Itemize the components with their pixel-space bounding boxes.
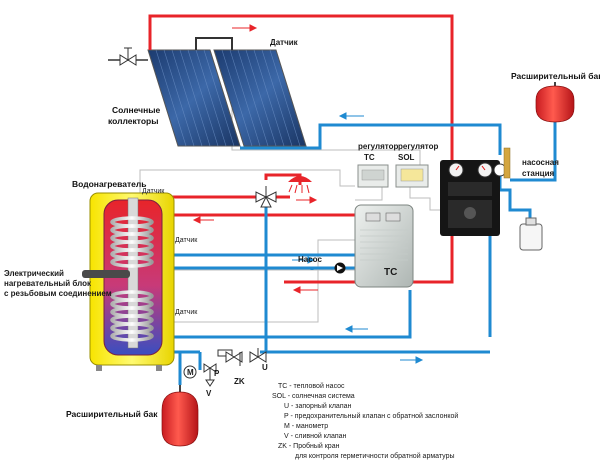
solar-collectors (147, 37, 307, 147)
label-controller-sol-1: регулятор (398, 142, 438, 151)
cold-pipes (140, 118, 557, 385)
legend-line: SOL - солнечная система (272, 393, 355, 400)
label-expansion-tank-right: Расширительный бак (511, 71, 600, 81)
expansion-tank-right (535, 82, 575, 123)
legend: TC - тепловой насос SOL - солнечная сист… (272, 382, 458, 460)
legend-line: V - сливной клапан (284, 432, 347, 440)
label-water-heater: Водонагреватель (72, 179, 146, 189)
air-vent-valve (108, 47, 148, 66)
circulation-pump (334, 262, 346, 274)
label-expansion-tank-left: Расширительный бак (66, 409, 158, 419)
label-controller-sol-2: SOL (398, 153, 415, 162)
legend-line: P - предохранительный клапан с обратной … (284, 412, 458, 420)
label-sensor-tank-low: Датчик (175, 309, 198, 316)
label-collectors-1: Солнечные (112, 105, 160, 115)
label-valve-zk: ZK (234, 377, 245, 386)
safety-group (183, 348, 267, 387)
label-sensor-tank-mid: Датчик (175, 237, 198, 244)
label-collectors-2: коллекторы (108, 116, 159, 126)
controller-sol (395, 164, 429, 188)
label-controller-tc-1: регулятор (358, 142, 398, 151)
label-valve-u: U (262, 363, 268, 372)
label-sensor-top: Датчик (270, 38, 299, 47)
legend-line: M - манометр (284, 423, 328, 430)
label-valve-p: P (214, 369, 220, 378)
label-pump-station-1: насосная (522, 158, 559, 167)
label-controller-tc-2: TC (364, 153, 375, 162)
label-heating-block-3: с резьбовым соединением (4, 289, 112, 298)
pump-station-gauge (493, 147, 511, 179)
label-heat-pump-unit: TC (384, 267, 397, 278)
flow-arrows (192, 24, 424, 364)
mixing-valve (255, 186, 277, 208)
expansion-tank-left (161, 385, 199, 447)
label-pump-station-2: станция (522, 169, 554, 178)
label-heating-block-2: нагревательный блок (4, 279, 92, 288)
legend-line: ZK - Пробный кран (278, 442, 340, 450)
legend-line: для контроля герметичности обратной арма… (295, 452, 455, 460)
label-sensor-tank-top: Датчик (142, 188, 165, 195)
canister (519, 217, 543, 251)
legend-line: U - запорный клапан (284, 402, 352, 410)
heat-pump-unit (354, 204, 414, 288)
label-valve-m: M (187, 368, 194, 377)
label-valve-v: V (206, 389, 212, 398)
water-heater-tank (82, 192, 175, 371)
label-heating-block-1: Электрический (4, 269, 64, 278)
legend-line: TC - тепловой насос (278, 382, 345, 390)
controller-tc (357, 164, 389, 188)
label-pump: Насос (298, 255, 322, 264)
shower-head (288, 176, 312, 194)
pump-station (440, 160, 500, 236)
